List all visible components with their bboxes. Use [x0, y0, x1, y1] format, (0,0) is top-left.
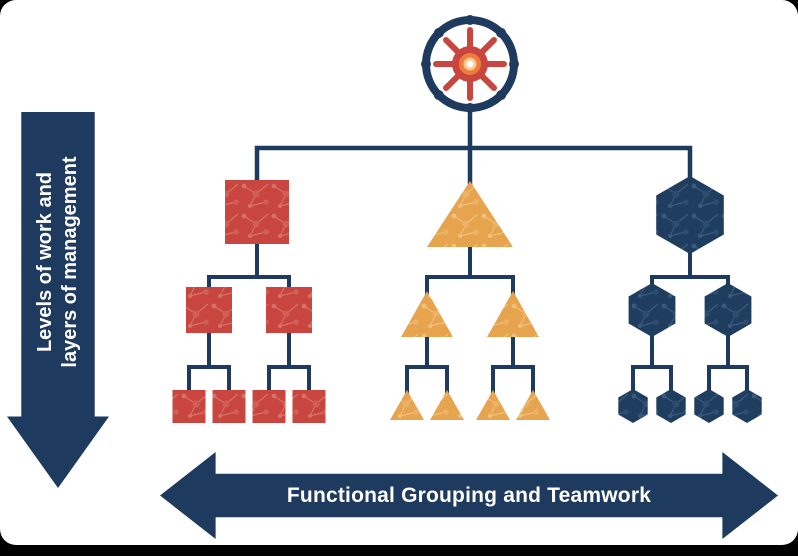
- triangle-level3: [390, 390, 424, 420]
- hexagon-level3: [618, 389, 648, 423]
- network-hub-icon: [421, 15, 519, 113]
- hexagon-level1: [656, 176, 724, 254]
- square-level3: [172, 390, 206, 423]
- square-level3: [252, 390, 286, 423]
- connector-lines-right-branch: [631, 250, 749, 392]
- connector-lines-main: [254, 105, 693, 189]
- hexagon-level3: [732, 389, 762, 423]
- levels-of-work-arrow: Levels of work and layers of management: [7, 112, 109, 488]
- triangle-level1: [427, 181, 513, 247]
- connector-lines-middle-branch: [405, 245, 535, 394]
- triangle-level2: [487, 291, 539, 337]
- triangle-level3: [516, 390, 550, 420]
- hexagon-level3: [656, 389, 686, 423]
- branch-triangles: [390, 181, 550, 420]
- square-level3: [212, 390, 246, 423]
- levels-of-work-label-line1: Levels of work and: [34, 171, 56, 353]
- hexagon-level2: [704, 283, 752, 337]
- triangle-level2: [401, 291, 453, 337]
- triangle-level3: [430, 390, 464, 420]
- levels-of-work-label-line2: layers of management: [59, 156, 81, 368]
- square-level3: [292, 390, 326, 423]
- triangle-level3: [476, 390, 510, 420]
- square-level2: [186, 287, 232, 333]
- branch-squares: [172, 180, 326, 423]
- hexagon-level3: [694, 389, 724, 423]
- levels-of-work-label: Levels of work and layers of management: [33, 112, 83, 427]
- square-level1: [225, 180, 289, 244]
- functional-grouping-label: Functional Grouping and Teamwork: [286, 483, 652, 507]
- square-level2: [266, 287, 312, 333]
- hexagon-level2: [628, 283, 676, 337]
- branch-hexagons: [618, 176, 762, 423]
- connector-lines-left-branch: [187, 241, 311, 394]
